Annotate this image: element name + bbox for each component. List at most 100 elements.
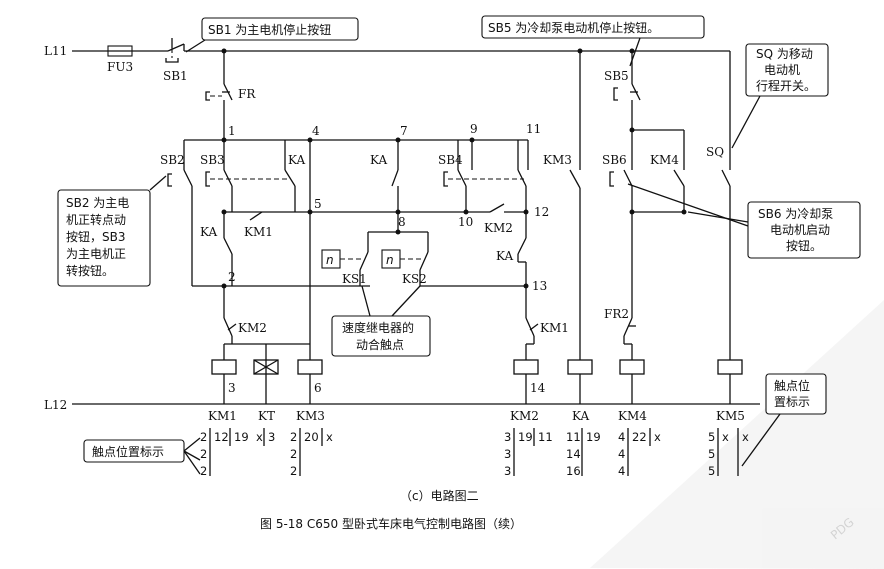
svg-text:4: 4 [618, 464, 625, 478]
label-km1-seal: KM1 [244, 225, 273, 239]
svg-text:4: 4 [618, 430, 625, 444]
label-ka-4: KA [496, 249, 513, 263]
contact-table-km1: 2 2 2 12 19 x [200, 428, 263, 478]
svg-text:2: 2 [290, 430, 297, 444]
label-fr2: FR2 [604, 307, 629, 321]
svg-text:机正转点动: 机正转点动 [66, 212, 126, 227]
contact-ka-4 [517, 237, 527, 255]
contact-fr2 [623, 317, 636, 337]
contact-table-ka: 11 14 16 19 [566, 428, 601, 478]
label-km2-interlock: KM2 [238, 321, 267, 335]
svg-text:2: 2 [200, 430, 207, 444]
label-fu3: FU3 [107, 60, 133, 74]
svg-text:14: 14 [566, 447, 581, 461]
svg-text:2: 2 [200, 447, 207, 461]
contact-ka-1 [284, 169, 296, 187]
node-5: 5 [314, 197, 322, 211]
svg-text:5: 5 [708, 430, 715, 444]
callout-sq: SQ 为移动 电动机 行程开关。 [731, 43, 829, 149]
coil-km1 [211, 359, 237, 375]
label-l12: L12 [44, 398, 67, 412]
contact-table-kt: 3 [263, 428, 275, 446]
switch-sq [721, 169, 731, 187]
svg-text:x: x [722, 430, 729, 444]
label-sb6: SB6 [602, 153, 627, 167]
label-km2-seal: KM2 [484, 221, 513, 235]
svg-text:3: 3 [504, 464, 511, 478]
label-sb5: SB5 [604, 69, 629, 83]
switch-sb3 [205, 169, 290, 187]
coil-kt [253, 359, 279, 375]
callout-sq-l2: 电动机 [764, 63, 800, 77]
contact-fr [205, 83, 233, 101]
svg-text:19: 19 [586, 430, 601, 444]
svg-text:22: 22 [632, 430, 647, 444]
contact-km1-interlock [525, 317, 539, 337]
svg-text:按钮，SB3: 按钮，SB3 [66, 229, 126, 244]
svg-text:5: 5 [708, 464, 715, 478]
contact-ka-3 [391, 169, 399, 187]
node-2: 2 [228, 270, 236, 284]
contact-table-km4: 4 4 4 22 x [618, 428, 661, 478]
node-7: 7 [400, 124, 408, 138]
svg-text:动合触点: 动合触点 [356, 337, 404, 352]
callout-sq-l3: 行程开关。 [756, 78, 816, 93]
label-ks1: KS1 [342, 272, 367, 286]
svg-text:SB2 为主电: SB2 为主电 [66, 196, 129, 210]
svg-text:2: 2 [200, 464, 207, 478]
label-ka-1: KA [288, 153, 305, 167]
svg-text:SB6 为冷却泵: SB6 为冷却泵 [758, 207, 833, 221]
node-12: 12 [534, 205, 549, 219]
label-sb4: SB4 [438, 153, 463, 167]
ks2-n: n [386, 253, 394, 267]
label-l11: L11 [44, 44, 67, 58]
svg-text:5: 5 [708, 447, 715, 461]
svg-text:触点位: 触点位 [774, 378, 810, 393]
node-4: 4 [312, 124, 320, 138]
contact-km2-seal [489, 203, 505, 213]
watermark: PDG [590, 300, 884, 569]
callout-sb1: SB1 为主电机停止按钮 [185, 17, 359, 53]
callout-sb2: SB2 为主电 机正转点动 按钮，SB3 为主电机正 转按钮。 [57, 175, 167, 287]
svg-text:11: 11 [566, 430, 581, 444]
svg-text:3: 3 [268, 430, 275, 444]
svg-text:按钮。: 按钮。 [786, 238, 822, 253]
svg-text:电动机启动: 电动机启动 [770, 223, 830, 237]
switch-sb4 [443, 169, 524, 187]
caption-sub: （c）电路图二 [400, 488, 479, 503]
svg-text:4: 4 [618, 447, 625, 461]
coil-km5 [717, 359, 743, 375]
svg-text:11: 11 [538, 430, 553, 444]
svg-text:为主电机正: 为主电机正 [66, 247, 126, 261]
contact-table-km3: 2 2 2 20 x [290, 428, 333, 478]
label-fr: FR [238, 87, 256, 101]
contact-km4 [673, 169, 685, 187]
svg-text:20: 20 [304, 430, 319, 444]
contact-table-km5: 5 5 5 x x [708, 428, 749, 478]
caption-main: 图 5-18 C650 型卧式车床电气控制电路图（续） [260, 516, 522, 531]
node-9: 9 [470, 122, 478, 136]
label-km1-interlock: KM1 [540, 321, 569, 335]
callout-contact-pos-right: 触点位 置标示 [741, 373, 827, 467]
contact-km1-seal [249, 211, 263, 221]
ks1-n: n [326, 253, 334, 267]
svg-text:x: x [742, 430, 749, 444]
callout-contact-pos-left: 触点位置标示 [83, 437, 201, 475]
ks1-contact: n [321, 249, 369, 286]
svg-text:置标示: 置标示 [774, 395, 810, 409]
coil-label-km5: KM5 [716, 409, 745, 423]
callout-ks: 速度继电器的 动合触点 [331, 285, 431, 357]
callout-sb5-text: SB5 为冷却泵电动机停止按钮。 [488, 20, 659, 35]
coil-label-ka: KA [572, 409, 589, 423]
node-1: 1 [228, 124, 236, 138]
label-ks2: KS2 [402, 272, 427, 286]
svg-text:2: 2 [290, 447, 297, 461]
label-km4: KM4 [650, 153, 679, 167]
svg-text:转按钮。: 转按钮。 [66, 263, 114, 278]
callout-sb5: SB5 为冷却泵电动机停止按钮。 [481, 15, 705, 67]
svg-text:16: 16 [566, 464, 581, 478]
svg-text:3: 3 [504, 447, 511, 461]
svg-text:x: x [326, 430, 333, 444]
coil-label-km4: KM4 [618, 409, 647, 423]
